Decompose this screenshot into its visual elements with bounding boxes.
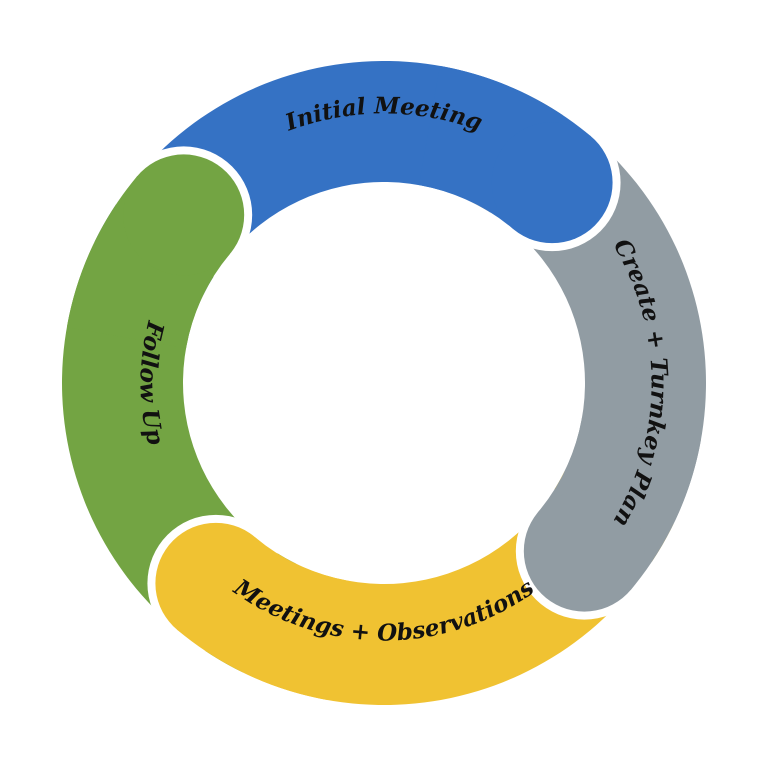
segment-head-1 [491,122,613,244]
segment-head-4 [123,154,245,276]
segment-head-3 [155,522,277,644]
segment-head-2 [523,490,645,612]
cycle-segments [61,60,707,705]
